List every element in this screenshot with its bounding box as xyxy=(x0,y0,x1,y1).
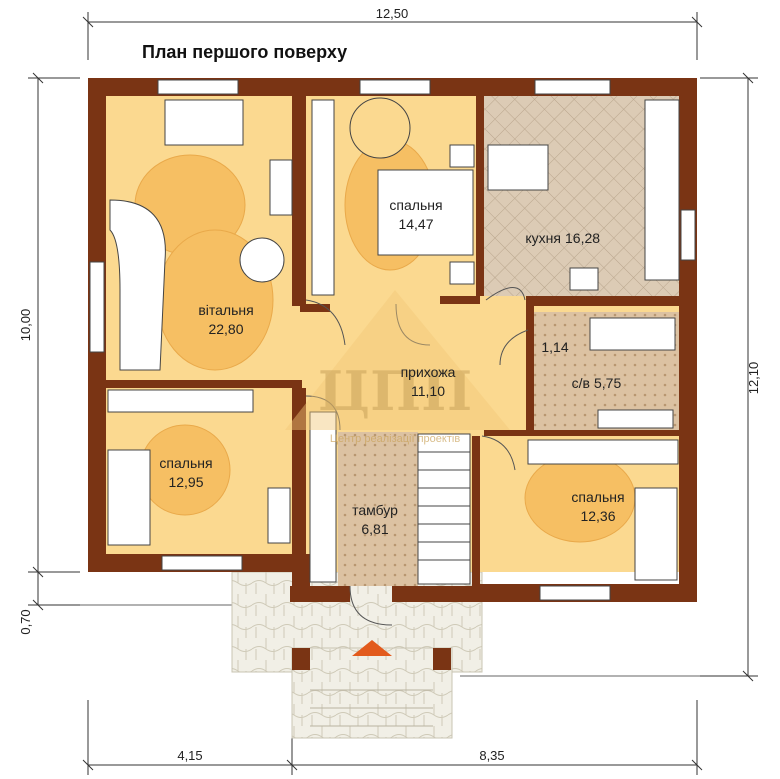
dim-bottom-left: 4,15 xyxy=(177,748,202,763)
room-labels: вітальня 22,80 спальня 14,47 кухня 16,28… xyxy=(159,197,624,537)
staircase xyxy=(417,433,471,585)
dim-top-total: 12,50 xyxy=(376,6,409,21)
room-bath-area: 5,75 xyxy=(594,375,621,391)
room-hall-name: прихожа xyxy=(401,364,456,380)
room-hall-area: 11,10 xyxy=(411,383,445,399)
dimension-lines xyxy=(28,12,758,775)
walls xyxy=(88,78,697,602)
dim-left-total: 10,00 xyxy=(18,309,33,342)
watermark-text: ЦПП xyxy=(318,359,472,423)
room-bedroom3-area: 12,36 xyxy=(580,508,615,524)
watermark-logo: ЦПП Центр реалізації проектів xyxy=(285,290,510,445)
room-bedroom1-area: 14,47 xyxy=(398,216,433,232)
plan-title: План першого поверху xyxy=(142,42,347,62)
room-vitalnya-area: 22,80 xyxy=(208,321,243,337)
furniture xyxy=(107,97,680,583)
room-bedroom3-name: спальня xyxy=(571,489,624,505)
room-kitchen-name: кухня xyxy=(525,230,561,246)
room-kitchen-area: 16,28 xyxy=(565,230,600,246)
room-bedroom1-name: спальня xyxy=(389,197,442,213)
room-bedroom2-area: 12,95 xyxy=(168,474,203,490)
room-bath-name: с/в xyxy=(572,375,590,391)
dim-left-porch: 0,70 xyxy=(18,609,33,634)
room-vitalnya-name: вітальня xyxy=(198,302,253,318)
windows xyxy=(89,79,696,601)
room-tambur-name: тамбур xyxy=(352,502,398,518)
dim-right-total: 12,10 xyxy=(746,362,761,395)
room-wc-area: 1,14 xyxy=(541,339,568,355)
room-bedroom2-name: спальня xyxy=(159,455,212,471)
room-tambur-area: 6,81 xyxy=(361,521,388,537)
entrance-arrow xyxy=(352,640,392,656)
door-swings xyxy=(305,287,529,626)
dim-bottom-right: 8,35 xyxy=(479,748,504,763)
watermark-subtitle: Центр реалізації проектів xyxy=(330,433,461,445)
